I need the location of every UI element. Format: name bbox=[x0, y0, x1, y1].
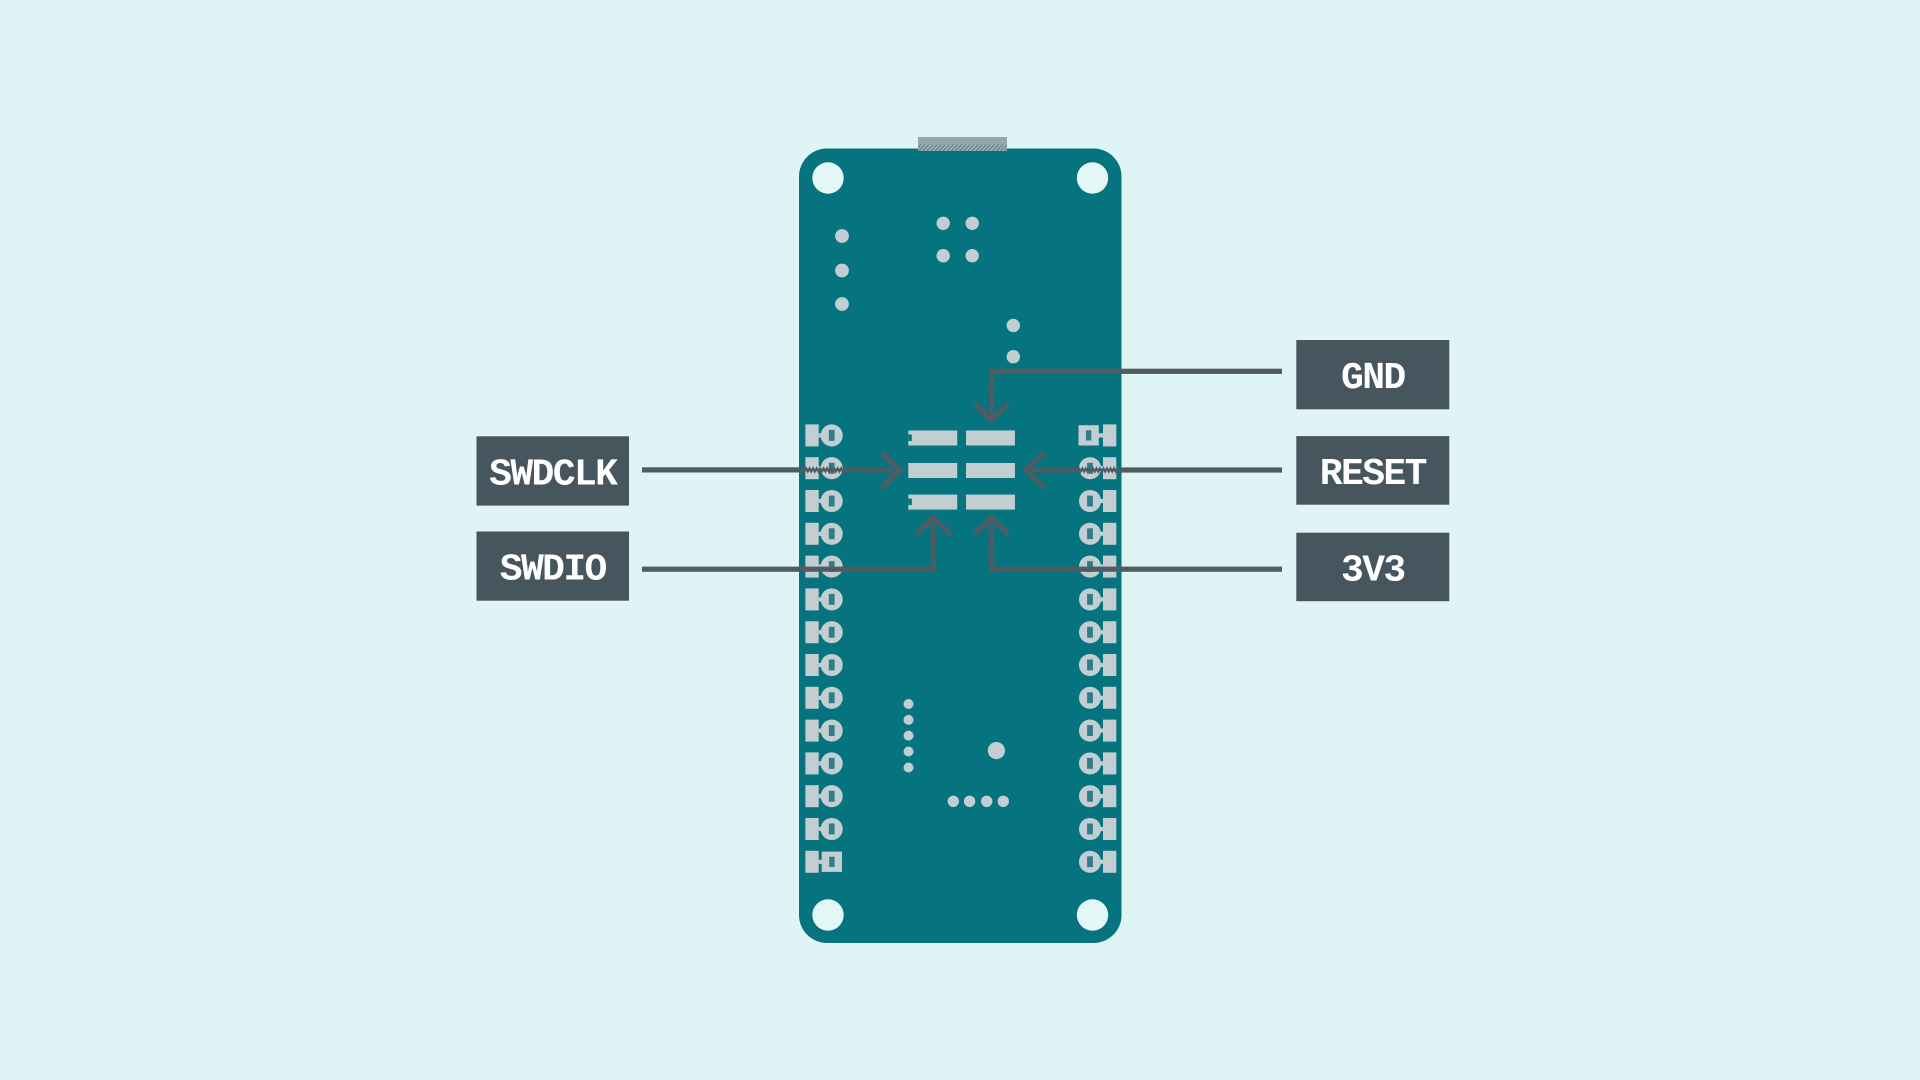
svg-text:RESET: RESET bbox=[1320, 453, 1427, 496]
svg-text:3V3: 3V3 bbox=[1341, 550, 1405, 593]
svg-text:GND: GND bbox=[1341, 357, 1405, 400]
svg-text:SWDCLK: SWDCLK bbox=[489, 453, 618, 496]
svg-text:SWDIO: SWDIO bbox=[500, 549, 607, 592]
